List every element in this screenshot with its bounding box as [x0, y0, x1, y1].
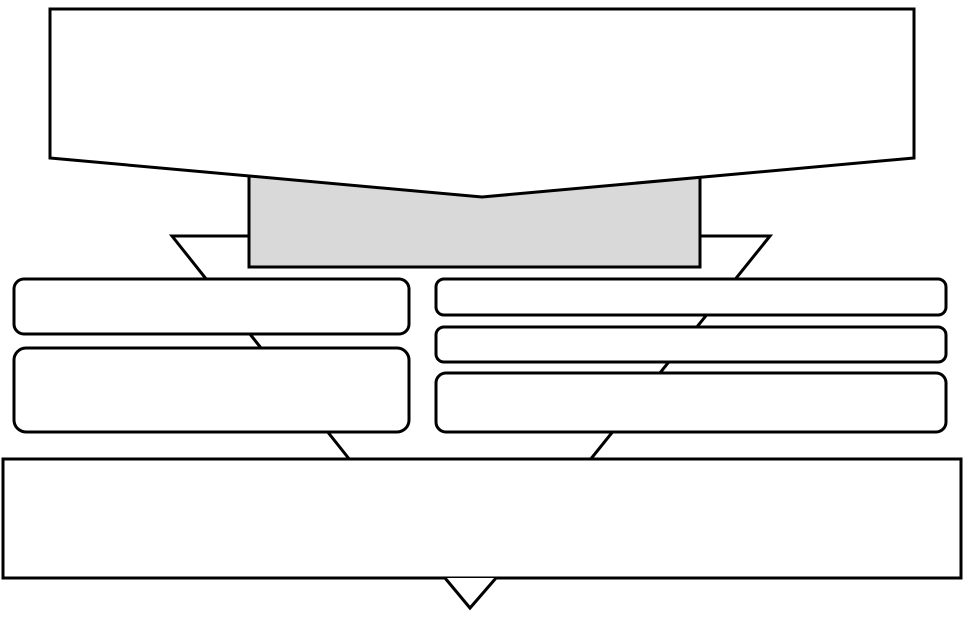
left-upper-box	[12, 277, 411, 336]
bottom-block	[1, 457, 963, 580]
right-upper-box	[434, 277, 948, 317]
down-arrow-icon	[443, 577, 498, 611]
left-lower-box	[12, 346, 411, 434]
right-middle-box	[434, 325, 948, 364]
right-lower-box	[434, 371, 948, 434]
top-block	[48, 7, 916, 199]
